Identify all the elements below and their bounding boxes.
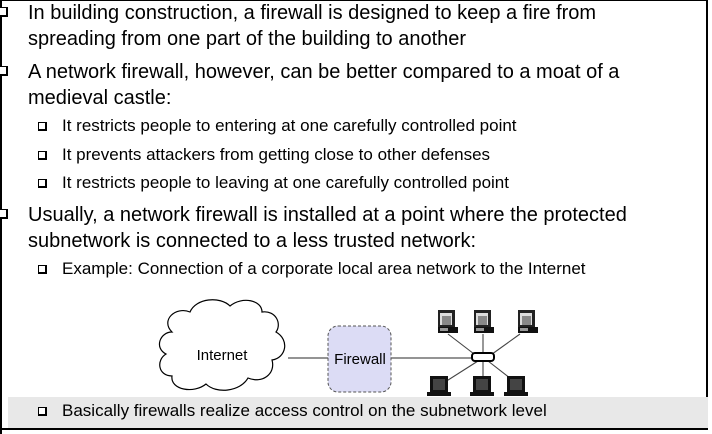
bullet-2-line-2: medieval castle: (28, 87, 172, 109)
laptop-icon (504, 376, 528, 396)
workstation-icon (438, 310, 458, 333)
bullet-square-icon (0, 209, 8, 219)
firewall-box (327, 325, 392, 393)
hub-switch-icon (471, 352, 495, 362)
sub-bullet-leaving: It restricts people to leaving at one ca… (62, 173, 509, 192)
sub-bullet-square-icon (38, 407, 47, 416)
sub-bullet-square-icon (38, 265, 47, 274)
bottom-highlight-band (8, 397, 708, 428)
sub-bullet-square-icon (38, 179, 47, 188)
sub-bullet-example: Example: Connection of a corporate local… (62, 259, 586, 278)
internet-label: Internet (197, 347, 249, 364)
workstation-icon (474, 310, 494, 333)
laptop-icon (427, 376, 451, 396)
firewall-label: Firewall (334, 351, 386, 368)
bullet-square-icon (0, 7, 8, 17)
sub-bullet-access-control: Basically firewalls realize access contr… (62, 401, 547, 420)
bullet-3-line-2: subnetwork is connected to a less truste… (28, 230, 477, 252)
laptop-icon (470, 376, 494, 396)
network-diagram: Internet Firewall (158, 299, 538, 396)
sub-bullet-entering: It restricts people to entering at one c… (62, 116, 517, 135)
internet-cloud-icon (158, 299, 286, 391)
bullet-3-line-1: Usually, a network firewall is installed… (28, 204, 627, 226)
sub-bullet-attackers: It prevents attackers from getting close… (62, 145, 491, 164)
bullet-2-line-1: A network firewall, however, can be bett… (28, 61, 620, 83)
sub-bullet-square-icon (38, 122, 47, 131)
bullet-square-icon (0, 66, 8, 76)
bullet-1-line-1: In building construction, a firewall is … (28, 2, 597, 24)
bullet-1-line-2: spreading from one part of the building … (28, 28, 467, 50)
sub-bullet-square-icon (38, 151, 47, 160)
workstation-icon (518, 310, 538, 333)
